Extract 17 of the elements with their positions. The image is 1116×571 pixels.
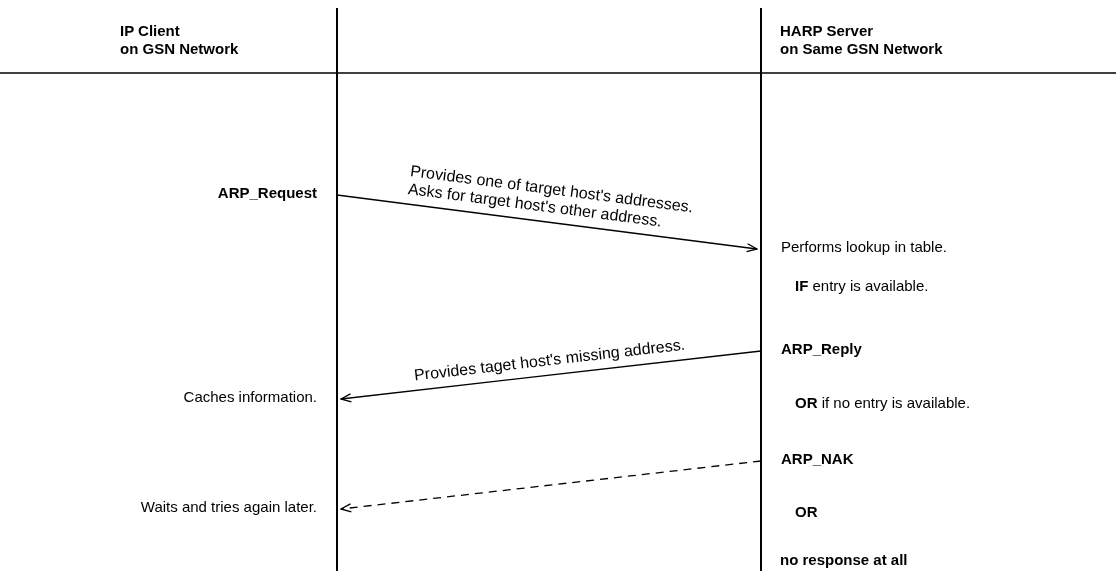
message-arrow (340, 350, 762, 403)
column-header: IP Client on GSN Network (120, 22, 239, 58)
action-text: Performs lookup in table. (781, 238, 947, 256)
message-name: ARP_Reply (781, 340, 862, 358)
condition-text: OR if no entry is available. (795, 394, 971, 412)
edge-label: Provides one of target host's addresses. Asks for target host's other address. (406, 162, 694, 232)
column-header: HARP Server on Same GSN Network (780, 22, 943, 58)
message-name: ARP_NAK (781, 450, 854, 468)
condition-text: IF entry is available. (795, 277, 929, 295)
message-arrow (336, 194, 758, 253)
condition-text: OR (795, 503, 818, 521)
message-arrow (340, 460, 762, 513)
message-name: ARP_Request (217, 184, 317, 202)
condition-text: no response at all (780, 551, 908, 569)
edge-label: Provides taget host's missing address. (412, 335, 686, 385)
action-text: Waits and tries again later. (140, 498, 317, 516)
action-text: Caches information. (183, 388, 317, 406)
